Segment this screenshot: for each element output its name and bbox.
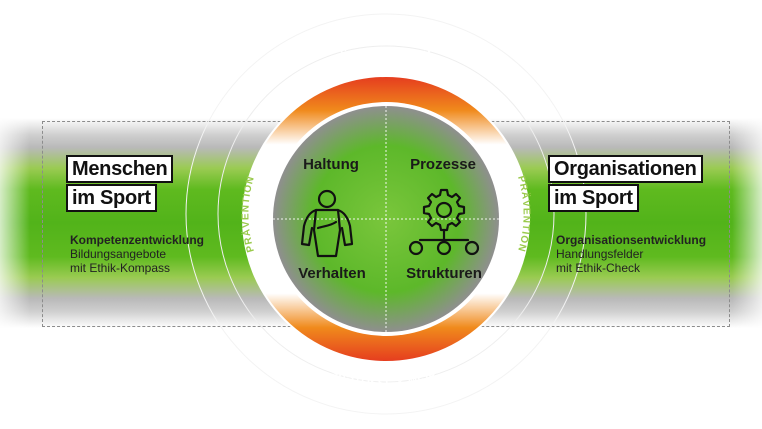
organisations-subtitle: Organisationsentwicklung [556,233,707,247]
organisations-line1: Handlungsfelder [556,247,644,261]
people-title-line1: Menschen [66,155,174,183]
process-structure-icon [408,188,480,256]
quadrant-haltung: Haltung [303,156,359,173]
people-subtitle: Kompetenzentwicklung [70,233,205,247]
arc-label-top: INTERVENTION [337,34,435,57]
quadrant-prozesse: Prozesse [410,156,476,173]
quadrant-strukturen: Strukturen [406,265,482,282]
people-title-line2: im Sport [66,184,157,212]
arc-label-left: PRÄVENTION [239,175,257,254]
band-fade-right [732,118,762,328]
person-icon [300,189,354,258]
band-fade-left [0,118,30,328]
organisations-title-line2: im Sport [548,184,639,212]
people-line1: Bildungsangebote [70,247,167,261]
organisations-description: Organisationsentwicklung Handlungsfelder… [556,233,706,275]
arc-label-right: PRÄVENTION [515,175,533,254]
organisations-title-line1: Organisationen [548,155,703,183]
people-line2: mit Ethik-Kompass [70,261,171,275]
quadrant-verhalten: Verhalten [298,265,366,282]
people-description: Kompetenzentwicklung Bildungsangebote mi… [70,233,204,275]
organisations-line2: mit Ethik-Check [556,261,641,275]
